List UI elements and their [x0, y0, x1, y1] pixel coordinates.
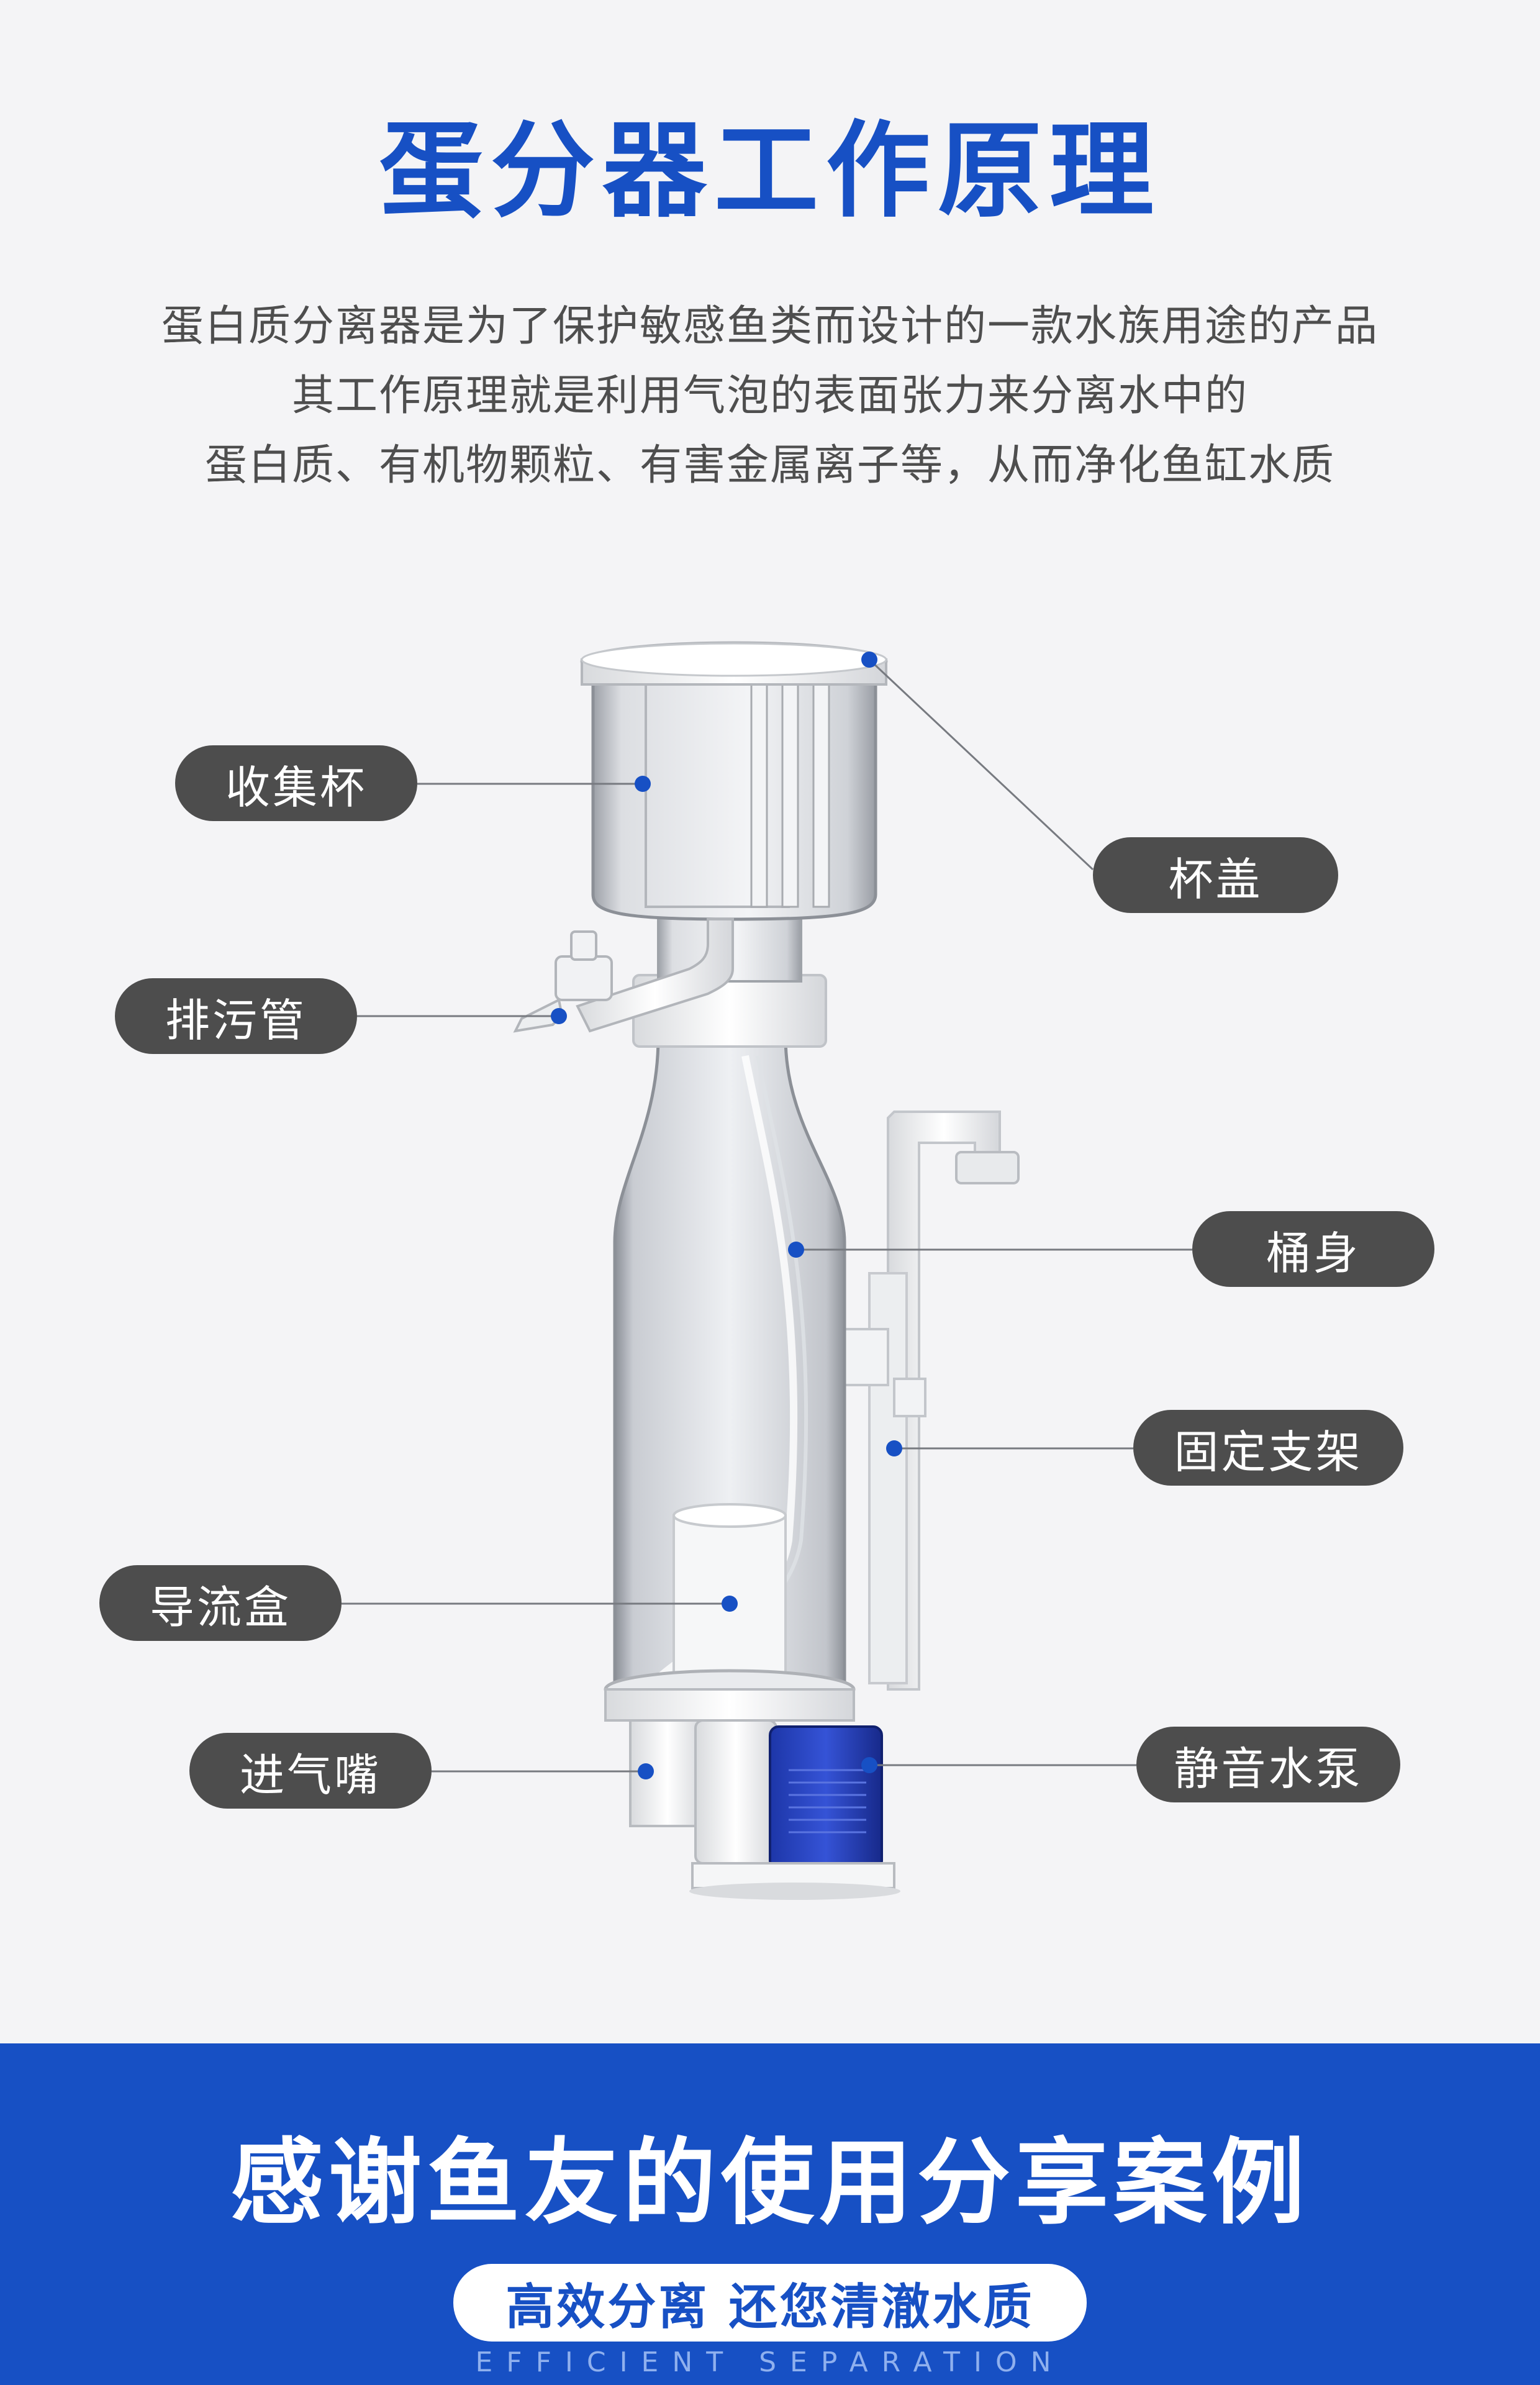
- dot-body: [788, 1242, 804, 1258]
- dot-pump: [861, 1757, 877, 1773]
- label-cup-lid: 杯盖: [1093, 837, 1338, 913]
- page-title: 蛋分器工作原理: [379, 110, 1161, 232]
- description: 蛋白质分离器是为了保护敏感鱼类而设计的一款水族用途的产品 其工作原理就是利用气泡…: [0, 292, 1540, 501]
- dot-drain-pipe: [551, 1008, 567, 1024]
- dot-cup-lid: [861, 652, 877, 668]
- label-flow-box: 导流盒: [99, 1565, 342, 1641]
- leader-cup-lid: [868, 658, 1094, 871]
- cup-lid-shape: [580, 641, 888, 686]
- flow-box-shape: [673, 1503, 787, 1684]
- label-air-inlet: 进气嘴: [189, 1733, 432, 1809]
- pump-shape: [629, 1719, 900, 1900]
- dot-flow-box: [722, 1596, 738, 1612]
- dot-collection-cup: [635, 776, 651, 792]
- label-collection-cup: 收集杯: [175, 745, 417, 821]
- label-mounting-bracket: 固定支架: [1133, 1410, 1403, 1486]
- dot-air-inlet: [638, 1763, 654, 1779]
- drain-pipe-shape: [513, 918, 734, 1033]
- description-line-3: 蛋白质、有机物颗粒、有害金属离子等，从而净化鱼缸水质: [204, 441, 1335, 490]
- protein-skimmer-illustration: [342, 641, 1192, 1900]
- label-silent-pump: 静音水泵: [1136, 1727, 1400, 1802]
- footer-title: 感谢鱼友的使用分享案例: [230, 2129, 1310, 2237]
- description-line-2: 其工作原理就是利用气泡的表面张力来分离水中的: [291, 371, 1248, 420]
- base-ring-shape: [604, 1669, 856, 1722]
- collection-cup-shape: [591, 669, 877, 921]
- label-drain-pipe: 排污管: [115, 978, 357, 1054]
- label-body: 桶身: [1192, 1211, 1434, 1287]
- description-line-1: 蛋白质分离器是为了保护敏感鱼类而设计的一款水族用途的产品: [161, 302, 1379, 351]
- callout-dots: [551, 652, 902, 1779]
- footer-slogan: 高效分离 还您清澈水质: [453, 2264, 1087, 2342]
- footer-english: EFFICIENT SEPARATION: [475, 2346, 1065, 2378]
- dot-bracket: [886, 1440, 902, 1456]
- leader-lines: [342, 658, 1192, 1773]
